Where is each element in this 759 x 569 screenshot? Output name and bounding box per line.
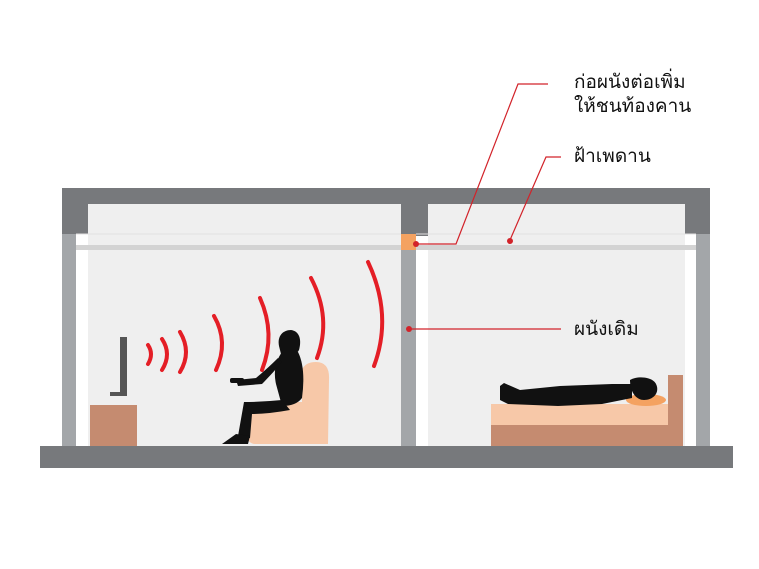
person-sleeping-icon [500,377,658,406]
leader-extension-wall [416,83,548,245]
floor-slab [40,446,733,468]
sound-wave-5 [258,296,271,372]
sound-wave-1 [146,343,153,366]
bed-icon [491,375,683,446]
leader-dots [406,238,513,332]
label-extension-wall-line2: ให้ชนท้องคาน [574,95,691,117]
remote-control [230,378,244,383]
dot-ceiling [507,238,513,244]
dot-existing-wall [406,326,412,332]
sound-wave-icon [146,260,385,374]
person-torso [274,352,304,406]
center-beam [401,188,428,236]
wall-extension-block [401,234,416,250]
tv-icon [90,337,137,446]
ceiling-line-left [76,245,401,250]
leader-lines [409,83,561,330]
person-arm [236,358,282,386]
sound-wave-3 [178,330,188,374]
bed-headboard [668,375,683,446]
sound-wave-6 [309,276,326,360]
label-extension-wall-line1: ก่อผนังต่อเพิ่ม [574,68,686,93]
bed-mattress [491,404,668,425]
leader-ceiling [509,156,561,241]
sound-wave-7 [366,260,385,368]
right-column [696,234,710,446]
bed-frame [491,424,668,446]
bed-pillow [626,394,666,406]
label-ceiling: ฝ้าเพดาน [574,145,651,167]
tv-screen [120,337,127,392]
dot-extension-wall [413,241,419,247]
building-structure [40,188,733,468]
sound-wave-4 [212,314,224,372]
label-existing-wall: ผนังเดิม [574,318,639,340]
sleeper-head [630,377,658,400]
ceiling-line-right [416,245,696,250]
existing-wall [401,234,416,446]
tv-stand [110,392,127,396]
sound-wave-2 [160,337,169,372]
tv-cabinet [90,405,137,446]
person-legs [238,400,290,438]
person-feet [222,434,250,444]
sleeper-body [500,383,632,406]
left-column [62,234,76,446]
person-head [278,330,301,357]
person-sitting-icon [222,330,304,444]
